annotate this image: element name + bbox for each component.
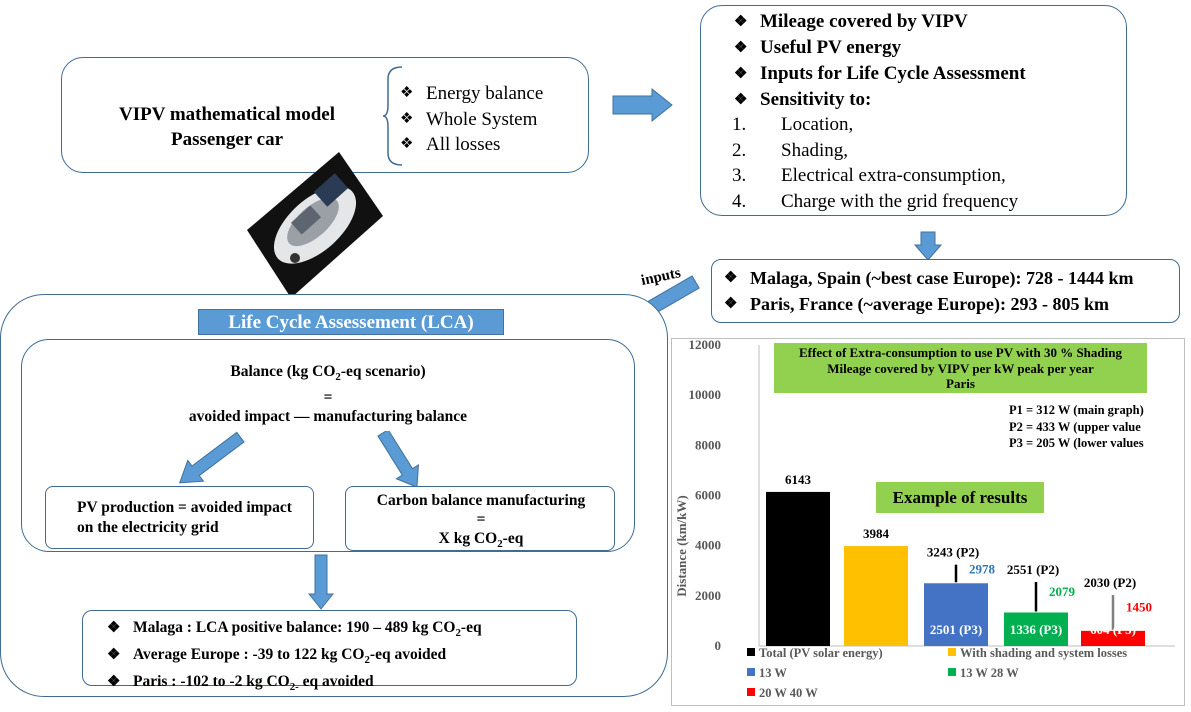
chart-title: Effect of Extra-consumption to use PV wi…	[774, 343, 1147, 393]
location-row: Paris, France (~average Europe): 293 - 8…	[724, 291, 1134, 317]
bar-inner-label: 604 (P3)	[1090, 622, 1136, 637]
result-row: Malaga : LCA positive balance: 190 – 489…	[107, 617, 482, 644]
lca-title: Life Cycle Assessement (LCA)	[198, 309, 504, 335]
pv-production-box: PV production = avoided impact on the el…	[45, 486, 314, 549]
legend-swatch	[948, 668, 956, 676]
car-image	[247, 152, 383, 298]
upper-value-label: 2030 (P2)	[1084, 575, 1136, 590]
locations-box: Malaga, Spain (~best case Europe): 728 -…	[711, 259, 1180, 323]
model-bullets: Energy balance Whole System All losses	[400, 81, 543, 158]
sensitivity-item: 3.Electrical extra-consumption,	[732, 165, 1006, 186]
outputs-bullet: Inputs for Life Cycle Assessment	[734, 61, 1026, 87]
bar-value-label: 3984	[863, 526, 890, 541]
legend-swatch	[747, 688, 755, 696]
chart-annotation: P1 = 312 W (main graph) P2 = 433 W (uppe…	[1009, 403, 1144, 450]
sensitivity-item: 2.Shading,	[732, 139, 849, 161]
legend-swatch	[747, 648, 755, 656]
upper-value-label: 3243 (P2)	[927, 545, 979, 560]
y-tick-label: 12000	[689, 338, 722, 352]
bar	[1004, 612, 1068, 646]
y-tick-label: 8000	[695, 437, 721, 452]
legend-swatch	[747, 668, 755, 676]
sensitivity-list: 1.Location, 2.Shading, 3.Electrical extr…	[732, 112, 1018, 214]
upper-value-label: 2551 (P2)	[1007, 562, 1059, 577]
mid-value-label: 1450	[1126, 600, 1152, 615]
model-bullet: All losses	[400, 132, 543, 158]
sensitivity-item: 4.Charge with the grid frequency	[732, 190, 1019, 212]
arrow-to-results	[308, 554, 334, 610]
y-axis-label: Distance (km/kW)	[674, 495, 689, 596]
arrow-to-carbon	[377, 431, 420, 488]
bar	[844, 546, 908, 646]
model-bullet: Whole System	[400, 107, 543, 133]
model-bullet: Energy balance	[400, 81, 543, 107]
example-callout: Example of results	[876, 482, 1044, 513]
bar	[924, 583, 988, 646]
arrow-down	[914, 231, 942, 261]
legend-label: With shading and system losses	[960, 646, 1127, 660]
bar	[766, 491, 830, 646]
carbon-box: Carbon balance manufacturing = X kg CO2-…	[345, 486, 615, 551]
brace	[382, 66, 403, 166]
outputs-bullets: Mileage covered by VIPV Useful PV energy…	[734, 9, 1026, 113]
arrow-to-pv	[178, 431, 245, 484]
mid-value-label: 2978	[969, 561, 996, 576]
results-list: Malaga : LCA positive balance: 190 – 489…	[107, 617, 482, 698]
bar	[1081, 630, 1145, 646]
y-tick-label: 0	[715, 638, 722, 653]
legend-swatch	[948, 648, 956, 656]
outputs-bullet: Sensitivity to:	[734, 87, 1026, 113]
y-tick-label: 2000	[695, 588, 721, 603]
bar-value-label: 6143	[785, 472, 812, 487]
mid-value-label: 2079	[1049, 584, 1076, 599]
location-row: Malaga, Spain (~best case Europe): 728 -…	[724, 265, 1134, 291]
bar-inner-label: 2501 (P3)	[930, 622, 982, 637]
y-tick-label: 10000	[689, 387, 722, 402]
locations-list: Malaga, Spain (~best case Europe): 728 -…	[724, 265, 1134, 317]
outputs-bullet: Mileage covered by VIPV	[734, 9, 1026, 35]
result-row: Paris : -102 to -2 kg CO2- eq avoided	[107, 671, 482, 698]
result-row: Average Europe : -39 to 122 kg CO2-eq av…	[107, 644, 482, 671]
legend-label: 13 W 28 W	[960, 666, 1019, 680]
y-tick-label: 6000	[695, 488, 721, 503]
results-box: Malaga : LCA positive balance: 190 – 489…	[82, 610, 577, 693]
bar-inner-label: 1336 (P3)	[1010, 622, 1062, 637]
outputs-box: Mileage covered by VIPV Useful PV energy…	[700, 5, 1127, 216]
outputs-bullet: Useful PV energy	[734, 35, 1026, 61]
model-title: VIPV mathematical model Passenger car	[118, 104, 335, 150]
legend-label: 13 W	[759, 666, 787, 680]
legend-label: 20 W 40 W	[759, 686, 818, 700]
model-box: VIPV mathematical model Passenger car En…	[61, 57, 589, 173]
arrow-right	[612, 88, 673, 122]
sensitivity-item: 1.Location,	[732, 114, 854, 135]
legend-label: Total (PV solar energy)	[759, 646, 883, 660]
balance-text: Balance (kg CO2-eq scenario) = avoided i…	[188, 363, 468, 426]
y-tick-label: 4000	[695, 538, 721, 553]
